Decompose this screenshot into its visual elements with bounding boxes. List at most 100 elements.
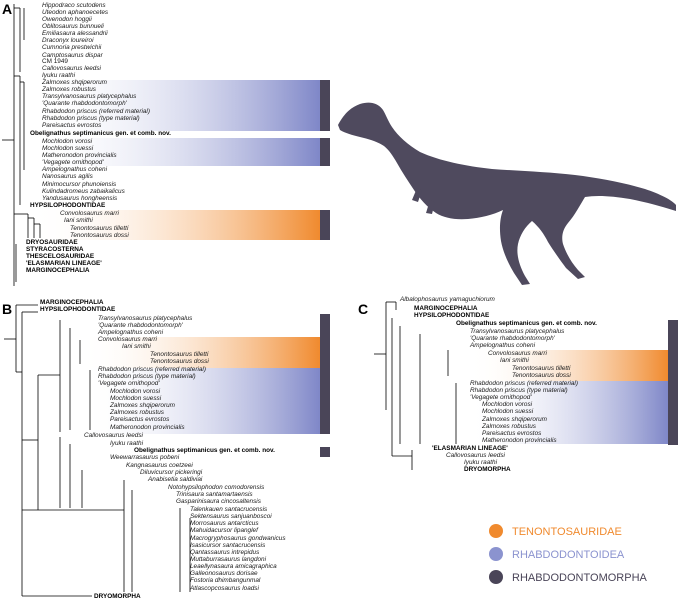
taxon-label-b-37: Galleonosaurus dorisae [190,570,258,577]
taxon-label-c-12: Rhabdodon priscus (type material) [470,387,568,394]
taxon-label-b-36: Leaellynasaura amicagraphica [190,563,277,570]
taxon-label-b-14: Zalmoxes shqiperorum [109,402,176,409]
taxon-label-b-12: Mochlodon vorosi [110,388,161,395]
taxon-label-b-22: Kangnasaurus coetzeei [126,462,193,469]
taxon-label-b-19: Iyuku raathi [110,440,144,447]
taxon-label-a-25: Minimocursor phunoiensis [42,181,117,188]
panel-a-label: A [2,1,12,17]
taxon-label-c-18: Pareisactus evrostos [482,430,542,437]
taxon-label-b-33: Isasicursor santacrucensis [190,542,266,549]
taxon-label-a-3: Oblitosaurus bunnueli [42,23,104,30]
taxon-label-b-0: MARGINOCEPHALIA [40,299,104,306]
taxon-label-a-18: Obelignathus septimanicus gen. et comb. … [30,130,171,137]
legend-label-tenontosauridae: TENONTOSAURIDAE [512,526,622,538]
taxon-label-a-14: 'Quarante rhabdodontomorph' [42,100,128,107]
taxon-label-b-38: Fostoria dhimbangunmal [190,577,261,584]
taxon-label-a-34: STYRACOSTERNA [26,246,84,253]
rhabdodontomorpha-bar-c [668,320,678,445]
taxon-label-c-1: MARGINOCEPHALIA [414,305,478,312]
taxon-label-a-21: Matheronodon provincialis [42,152,117,159]
legend-label-rhabdodontomorpha: RHABDODONTOMORPHA [512,572,648,584]
taxon-label-b-6: Iani smithi [122,343,151,350]
rhabdodontoidea-band-c [468,381,668,444]
taxon-label-b-28: Talenkauen santacrucensis [190,506,268,513]
taxon-label-b-27: Gasparinisaura cincosaltensis [176,498,262,505]
rhabdodontoidea-band-a-upper [30,80,320,131]
taxon-label-b-15: Zalmoxes robustus [109,409,165,416]
taxon-label-b-21: Weewarrasaurus pobeni [110,454,180,461]
taxon-label-b-35: Muttaburrasaurus langdoni [190,556,267,563]
taxon-label-a-22: 'Vegagete ornithopod' [42,159,104,166]
panel-a: A Hippodraco scuto [2,1,330,286]
taxon-label-b-17: Matheronodon provincialis [110,424,185,431]
taxon-label-c-5: 'Quarante rhabdodontomorph' [470,335,556,342]
taxon-label-a-35: THESCELOSAURIDAE [26,253,95,260]
taxon-label-b-4: Ampelognathus coheni [97,329,164,336]
taxon-label-a-29: Convolosaurus marri [60,210,120,217]
legend-swatch-rhabdodontoidea [489,547,503,561]
taxon-label-a-27: Yandusaurus hongheensis [42,195,118,202]
taxon-label-b-25: Notohypsilophodon comodorensis [168,484,265,491]
tenontosauridae-band-a [30,210,320,240]
tenontosauridae-band-c [468,350,668,381]
taxon-label-b-31: Mahuidacursor lipanglef [190,527,259,534]
taxon-label-a-6: Cumnoria prestwichii [42,44,102,51]
rhabdodontomorpha-bar-a-upper [320,80,330,166]
taxon-label-b-2: Transylvanosaurus platycephalus [98,315,193,322]
taxon-label-b-9: Rhabdodon priscus (referred material) [98,366,206,373]
taxon-label-b-24: Anabisetia saldiviai [147,476,203,483]
taxon-label-a-23: Ampelognathus coheni [41,166,108,173]
taxon-label-c-16: Zalmoxes shqiperorum [481,416,548,423]
tree-b [4,304,191,597]
tenontosauridae-band-b [80,337,320,368]
taxon-label-a-33: DRYOSAURIDAE [26,239,78,246]
taxon-label-b-13: Mochlodon suessi [110,395,162,402]
taxon-label-a-9: Callovosaurus leedsi [42,65,102,72]
taxon-label-a-2: Owenodon hoggii [42,16,92,23]
taxon-label-c-8: Iani smithi [500,357,529,364]
legend-swatch-rhabdodontomorpha [489,570,503,584]
rhabdodontomorpha-bar-b-small [320,447,330,457]
taxon-label-c-11: Rhabdodon priscus (referred material) [470,380,578,387]
taxon-label-a-4: Emiliasaura alessandrii [42,30,108,37]
rhabdodontomorph-silhouette [338,102,676,286]
panel-b-label: B [2,301,12,317]
rhabdodontomorpha-bar-b [320,314,330,434]
taxon-label-a-32: Tenontosaurus dossi [70,232,129,239]
taxon-label-b-34: Qantassaurus intrepidus [190,549,260,556]
taxon-label-b-1: HYPSILOPHODONTIDAE [40,306,116,313]
taxon-label-c-15: Mochlodon suessi [482,408,534,415]
taxon-label-b-16: Pareisactus evrostos [110,416,170,423]
rhabdodontomorpha-bar-a-lower [320,210,330,240]
taxon-label-c-9: Tenontosaurus tilletti [512,365,571,372]
taxon-label-a-13: Transylvanosaurus platycephalus [42,93,137,100]
panel-c-label: C [358,301,368,317]
rhabdodontoidea-band-b [80,368,320,434]
taxon-label-c-17: Zalmoxes robustus [481,423,537,430]
taxon-label-c-2: HYPSILOPHODONTIDAE [414,312,490,319]
taxon-label-a-1: Uteodon aphanoecetes [42,9,109,16]
tree-c [374,301,457,470]
taxon-label-a-7: Camptosaurus dispar [42,52,104,59]
taxon-label-a-36: 'ELASMARIAN LINEAGE' [26,260,102,267]
taxon-label-a-19: Mochlodon vorosi [42,138,93,145]
taxon-label-b-18: Callovosaurus leedsi [84,432,144,439]
taxon-label-a-24: Nanosaurus agilis [42,173,94,180]
obelignathus-highlight-a [28,131,330,138]
taxon-label-a-31: Tenontosaurus tilletti [70,225,129,232]
taxon-label-c-4: Transylvanosaurus platycephalus [470,328,565,335]
taxon-label-b-10: Rhabdodon priscus (type material) [98,373,196,380]
taxon-label-a-10: Iyuku raathi [42,72,76,79]
taxon-label-c-23: DRYOMORPHA [464,466,511,473]
taxon-label-c-7: Convolosaurus marri [488,350,548,357]
taxon-label-b-26: Trinisaura santamartaensis [176,491,253,498]
taxon-label-a-8: CM 1949 [42,58,68,65]
legend-label-rhabdodontoidea: RHABDODONTOIDEA [512,549,625,561]
taxon-label-a-16: Rhabdodon priscus (type material) [42,115,140,122]
taxa-list-c: Albalophosaurus yamaguchiorumMARGINOCEPH… [399,296,597,473]
taxon-label-a-5: Draconyx loureiroi [42,37,94,44]
